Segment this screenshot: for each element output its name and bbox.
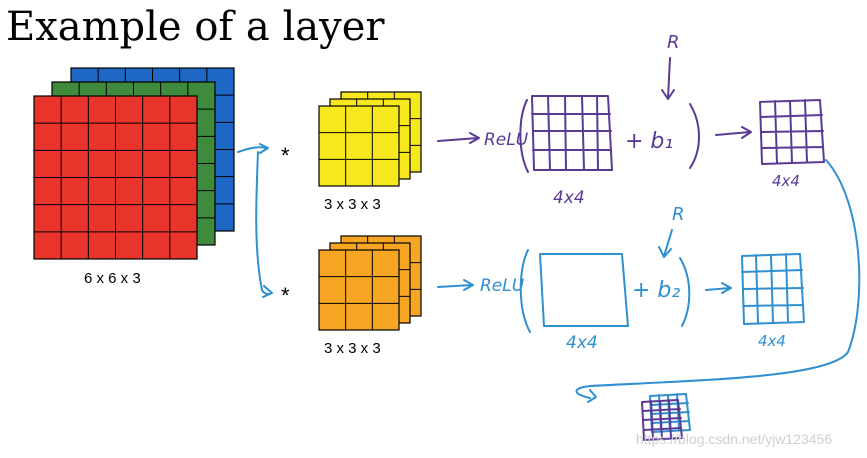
row1-r-label: R	[667, 32, 680, 53]
row2-empty-box	[539, 253, 629, 327]
input-volume	[33, 67, 235, 260]
conv-symbol-1: *	[281, 143, 290, 168]
filter-1-channel-1	[318, 105, 400, 187]
row1-annotation: ReLU 4x4 + b₁ R 4x4	[437, 32, 825, 208]
row2-paren-right	[679, 257, 691, 327]
row2-r-label: R	[672, 204, 685, 225]
row1-grid-4x4	[531, 95, 613, 171]
row1-r-arrow	[661, 57, 675, 100]
final-output-volume	[641, 393, 691, 441]
arrow-to-filter-2	[255, 151, 273, 298]
row2-out-size-label: 4x4	[758, 332, 786, 350]
page-title: Example of a layer	[6, 4, 385, 50]
row2-arrow-in	[437, 279, 474, 291]
watermark: https://blog.csdn.net/yjw123456	[636, 431, 832, 447]
split-arrows	[237, 143, 273, 298]
row2-bias: + b₂	[632, 278, 680, 303]
row1-paren-left	[519, 99, 529, 173]
row1-out-size-label: 4x4	[772, 172, 800, 190]
row1-arrow-out	[715, 126, 752, 139]
filter-2-channel-1	[318, 249, 400, 331]
row2-annotation: ReLU 4x4 + b₂ R 4x4	[437, 204, 805, 353]
filter-1-size-label: 3 x 3 x 3	[324, 196, 381, 213]
row2-relu: ReLU	[480, 276, 525, 296]
row1-output-grid	[759, 99, 825, 165]
row1-size-label: 4x4	[553, 188, 585, 208]
row2-paren-left	[519, 249, 531, 333]
row1-relu: ReLU	[484, 130, 529, 150]
input-channel-red	[33, 95, 198, 260]
filter-2	[318, 235, 422, 331]
filter-2-size-label: 3 x 3 x 3	[324, 340, 381, 357]
conv-symbol-2: *	[281, 283, 290, 308]
input-size-label: 6 x 6 x 3	[84, 270, 141, 287]
row2-size-label: 4x4	[566, 333, 598, 353]
row1-arrow-in	[437, 132, 480, 144]
row2-r-arrow	[658, 229, 673, 258]
arrow-to-filter-1	[237, 143, 269, 154]
filter-1	[318, 91, 422, 187]
row1-bias: + b₁	[625, 129, 673, 154]
combine-arrow	[575, 159, 861, 403]
row2-output-grid	[741, 253, 805, 325]
row1-paren-right	[689, 103, 700, 169]
row2-arrow-out	[705, 282, 732, 294]
